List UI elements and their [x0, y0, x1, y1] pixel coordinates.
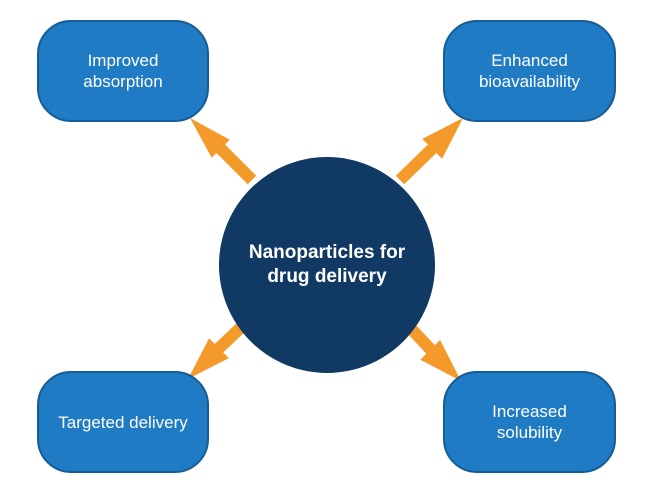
outcome-box-enhanced-bioavailability: Enhanced bioavailability	[443, 20, 616, 122]
outcome-label-increased-solubility: Increased solubility	[492, 402, 567, 442]
arrow-shaft-improved-absorption	[212, 140, 257, 185]
arrow-shaft-enhanced-bioavailability	[395, 140, 441, 185]
center-label: Nanoparticles for drug delivery	[248, 242, 406, 287]
outcome-box-improved-absorption: Improved absorption	[37, 20, 209, 122]
center-circle: Nanoparticles for drug delivery	[219, 157, 435, 373]
outcome-box-increased-solubility: Increased solubility	[443, 371, 616, 473]
outcome-label-improved-absorption: Improved absorption	[83, 51, 163, 91]
outcome-box-targeted-delivery: Targeted delivery	[37, 371, 209, 473]
outcome-label-targeted-delivery: Targeted delivery	[58, 412, 188, 432]
outcome-label-enhanced-bioavailability: Enhanced bioavailability	[478, 51, 581, 91]
